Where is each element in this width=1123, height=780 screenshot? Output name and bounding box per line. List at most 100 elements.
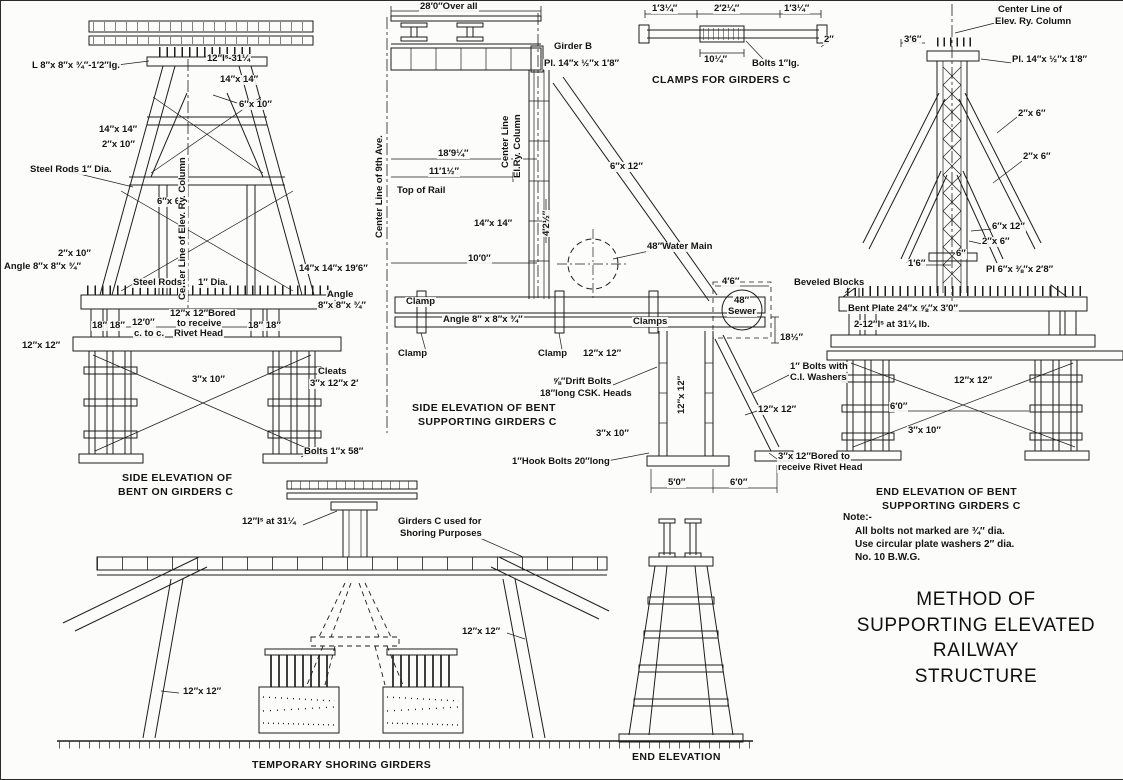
label-right-center-line-1: Center Line of — [997, 4, 1063, 15]
label-mid-hook-bolts: 1″Hook Bolts 20″long — [511, 456, 611, 467]
label-right-center-line-2: Elev. Ry. Column — [994, 16, 1073, 27]
label-mid-post-12x12: 12″x 12″ — [676, 374, 687, 415]
label-clamp-dim-10: 10¼″ — [703, 54, 729, 65]
label-left-steel-rods: Steel Rods — [132, 277, 184, 288]
label-mid-dim-18-9: 18′9¼″ — [437, 148, 470, 159]
label-mid-girder-b: Girder B — [553, 41, 594, 52]
label-mid-clamps: Clamps — [632, 316, 669, 327]
caption-middle-view-2: SUPPORTING GIRDERS C — [418, 416, 557, 428]
label-mid-bored-2: receive Rivet Head — [777, 462, 864, 473]
label-right-plate-6: Pl 6″x ⅜″x 2′8″ — [985, 264, 1055, 275]
label-mid-ci-2: C.I. Washers — [789, 372, 848, 383]
label-mid-center-line-col-2: El.Ry. Column — [512, 113, 523, 179]
label-mid-dim-10ft: 10′0″ — [467, 253, 492, 264]
label-mid-sewer-size: 48″ — [733, 295, 751, 306]
label-shoring-leg-right: 12″x 12″ — [461, 626, 502, 637]
label-left-dim-12ft: 12′0″ — [131, 317, 156, 328]
label-right-dim-6ft: 6′0″ — [889, 401, 909, 412]
label-mid-sewer-word: Sewer — [727, 306, 757, 317]
caption-end-view: END ELEVATION — [632, 751, 721, 763]
caption-right-view-2: SUPPORTING GIRDERS C — [882, 500, 1021, 512]
label-mid-clamp-top: Clamp — [405, 296, 437, 307]
title-line-3: STRUCTURE — [914, 665, 1038, 687]
label-clamp-dim-mid: 2′2¼″ — [713, 3, 741, 14]
label-mid-dim-overall: 28′0″Over all — [419, 1, 479, 12]
label-shoring-girders-1: Girders C used for — [397, 516, 483, 527]
label-left-strut-6x10: 6″x 10″ — [238, 99, 273, 110]
label-left-angle-top: L 8″x 8″x ¾″-1′2″lg. — [31, 60, 121, 71]
label-right-post-6x12: 6″x 12″ — [991, 221, 1026, 232]
label-mid-drift-2: 18″long CSK. Heads — [539, 388, 633, 399]
label-left-bored-2: to receive — [176, 318, 223, 329]
label-left-angle-word: Angle — [326, 289, 355, 300]
label-right-brace-2x6-a: 2″x 6″ — [1017, 108, 1047, 119]
drawing-title: METHOD OF SUPPORTING ELEVATED RAILWAY ST… — [823, 587, 1123, 690]
caption-clamp-detail: CLAMPS FOR GIRDERS C — [652, 74, 791, 86]
label-mid-center-line-ave: Center Line of 9th Ave. — [374, 134, 385, 239]
label-right-cleat-3x10: 3″x 10″ — [907, 425, 942, 436]
label-mid-drift-1: ⅝″Drift Bolts — [552, 376, 613, 387]
label-mid-cleat-3x10: 3″x 10″ — [595, 428, 630, 439]
label-mid-top-of-rail: Top of Rail — [396, 185, 447, 196]
label-shoring-girders-2: Shoring Purposes — [399, 528, 483, 539]
label-left-leg-length: 14″x 14″x 19′6″ — [298, 263, 369, 274]
note-heading: Note:- — [843, 512, 872, 523]
label-mid-dim-4-2: 4′2½″ — [541, 209, 552, 237]
label-clamp-bolts: Bolts 1″lg. — [751, 58, 801, 69]
label-clamp-dim-2: 2″ — [823, 34, 835, 45]
label-mid-clamp-left: Clamp — [397, 348, 429, 359]
label-mid-ci-1: 1″ Bolts with — [789, 361, 849, 372]
label-right-girder-12x12: 12″x 12″ — [953, 375, 994, 386]
label-shoring-i-beams: 12″Iˢ at 31¼ — [241, 516, 297, 527]
label-mid-center-line-col-1: Center Line — [500, 114, 511, 169]
label-right-beveled-blocks: Beveled Blocks — [793, 277, 866, 288]
caption-left-view-1: SIDE ELEVATION OF — [122, 472, 233, 484]
label-mid-bored-1: 3″x 12″Bored to — [777, 451, 851, 462]
label-left-leg-14x14: 14″x 14″ — [98, 124, 139, 135]
label-left-dim-18-right: 18″ 18″ — [247, 320, 282, 331]
label-left-cap-size: 14″x 14″ — [219, 74, 260, 85]
note-line-2: Use circular plate washers 2″ dia. — [855, 539, 1015, 550]
label-right-dim-1-6: 1′6″ — [907, 258, 927, 269]
label-left-angle-8x8-right: 8″x 8″x ¾″ — [317, 300, 367, 311]
note-line-3: No. 10 B.W.G. — [855, 552, 921, 563]
title-line-1: METHOD OF — [916, 589, 1036, 610]
caption-middle-view-1: SIDE ELEVATION OF BENT — [412, 402, 556, 414]
label-left-steel-rods-dia: Steel Rods 1″ Dia. — [29, 164, 113, 175]
title-line-2: SUPPORTING ELEVATED RAILWAY — [856, 614, 1096, 662]
right-view-linework — [826, 4, 1123, 461]
label-left-angle-8x8-left: Angle 8″x 8″x ¾″ — [3, 261, 83, 272]
label-clamp-dim-right: 1′3¼″ — [783, 3, 811, 14]
label-left-bored-3: Rivet Head — [173, 328, 225, 339]
label-mid-water-main: 48″Water Main — [646, 241, 714, 252]
label-left-dim-ctoc: c. to c. — [133, 328, 166, 339]
label-left-rods-dia: 1″ Dia. — [197, 277, 229, 288]
caption-left-view-2: BENT ON GIRDERS C — [118, 486, 234, 498]
caption-shoring-view: TEMPORARY SHORING GIRDERS — [252, 759, 432, 771]
label-mid-strut-12x12: 12″x 12″ — [757, 404, 798, 415]
label-right-brace-2x6-c: 2″x 6″ — [981, 236, 1011, 247]
label-clamp-dim-left: 1′3¼″ — [651, 3, 679, 14]
left-view-linework — [66, 20, 342, 464]
label-left-girder-12x12: 12″x 12″ — [21, 340, 62, 351]
label-right-i-beams: 2-12″Iˢ at 31¼ lb. — [853, 319, 931, 330]
label-left-tie-2x10-lower: 2″x 10″ — [57, 248, 92, 259]
label-mid-brace-6x12: 6″x 12″ — [609, 161, 644, 172]
label-left-post-6x6: 6″x 6″ — [156, 196, 186, 207]
label-mid-dim-5ft: 5′0″ — [667, 477, 687, 488]
label-mid-dim-18-5: 18½″ — [779, 332, 805, 343]
label-mid-column-14x14: 14″x 14″ — [473, 218, 514, 229]
label-right-dim-6in: 6″ — [955, 248, 967, 259]
label-mid-plate: Pl. 14″x ½″x 1′8″ — [543, 58, 621, 69]
label-left-bolts: Bolts 1″x 58″ — [303, 446, 365, 457]
label-right-brace-2x6-b: 2″x 6″ — [1022, 151, 1052, 162]
label-left-i-beams: 12″Iˢ-31¼ — [206, 53, 251, 64]
label-mid-dim-4-6: 4′6″ — [721, 276, 741, 287]
middle-view-linework — [386, 6, 794, 493]
label-left-cleat-3x10: 3″x 10″ — [191, 374, 226, 385]
label-mid-angle-8x8: Angle 8″ x 8″x ¾″ — [442, 314, 524, 325]
label-right-plate: Pl. 14″x ½″x 1′8″ — [1011, 54, 1089, 65]
label-left-cleats-size: 3″x 12″x 2′ — [309, 378, 360, 389]
